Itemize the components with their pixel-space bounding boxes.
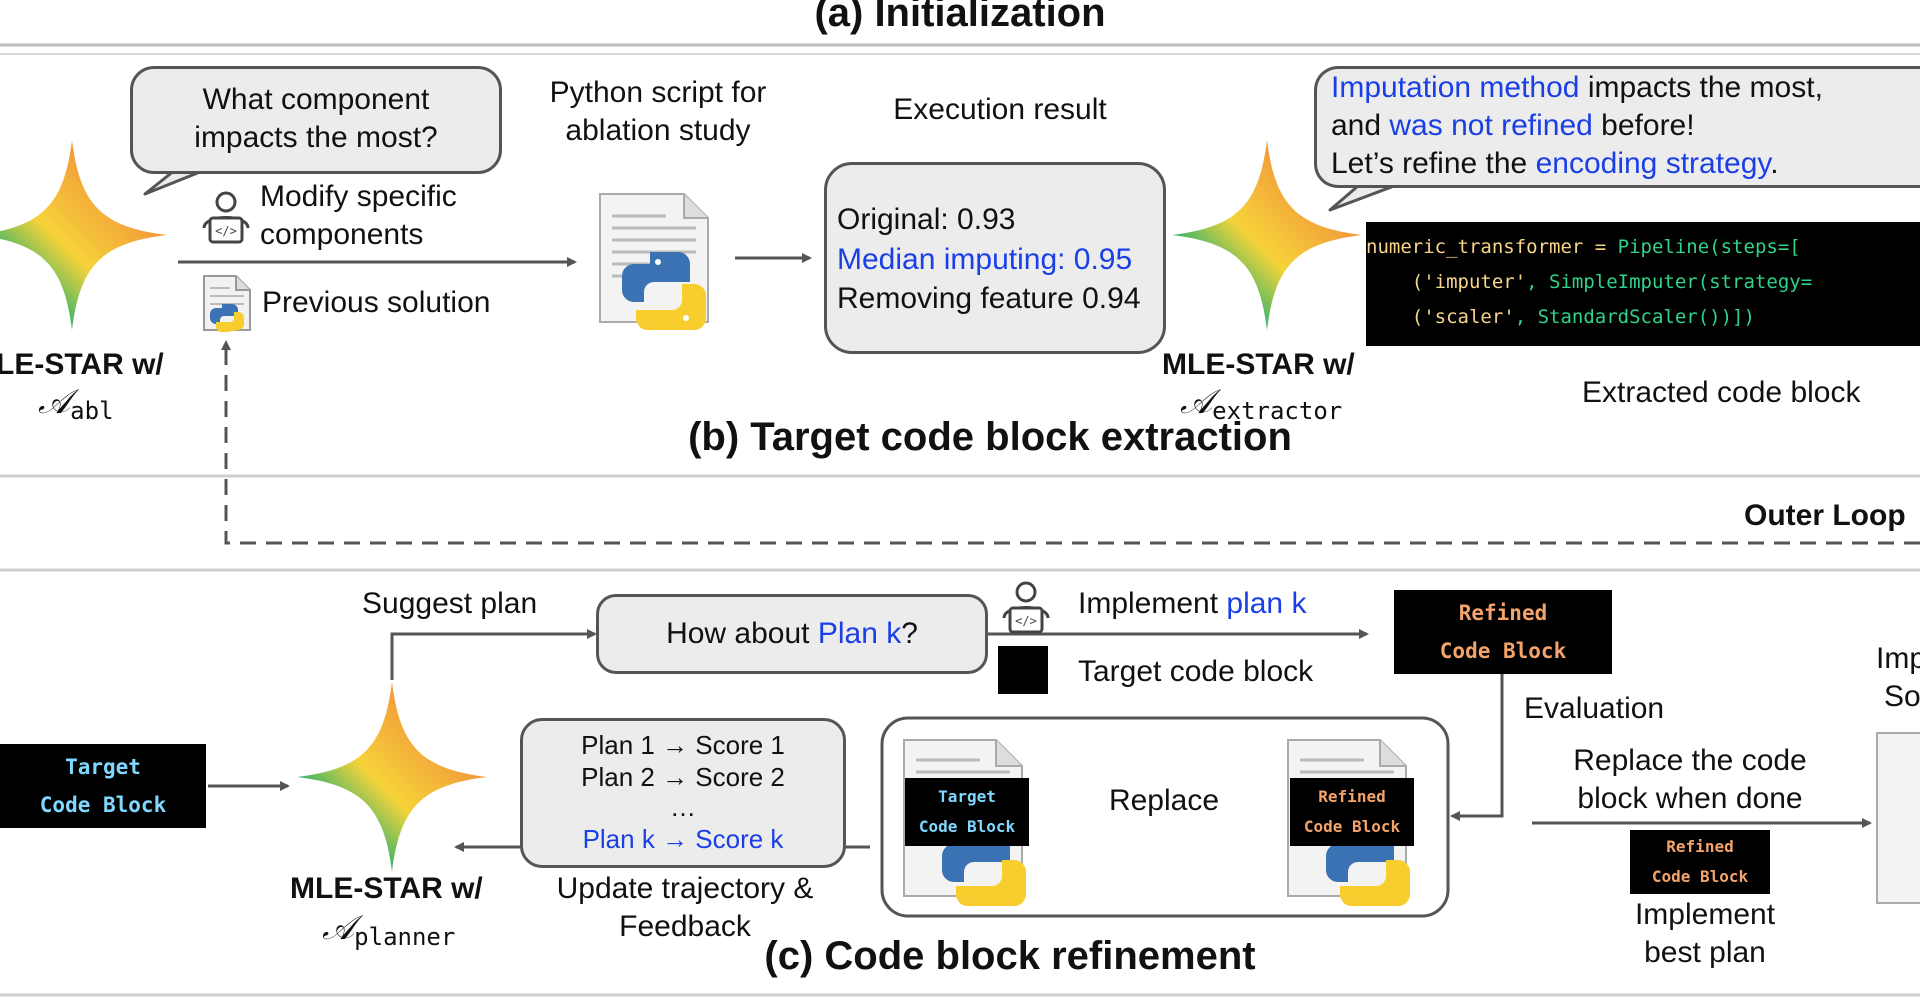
- section-a-title: (a) Initialization: [814, 0, 1106, 35]
- outer-loop-label: Outer Loop: [1744, 499, 1906, 532]
- question-line-2: impacts the most?: [194, 121, 438, 154]
- plan-score-row-1: Plan 1 → Score 1: [581, 730, 785, 760]
- python-script-label-1: Python script for: [549, 76, 767, 109]
- planner-agent-symbol: 𝒜planner: [322, 908, 456, 951]
- python-script-label-2: ablation study: [565, 114, 751, 147]
- how-about-plan-box: How about Plan k?: [596, 594, 988, 674]
- extracted-code-block: numeric_transformer = Pipeline(steps=[ (…: [1366, 222, 1920, 346]
- plan-score-box: Plan 1 → Score 1 Plan 2 → Score 2 … Plan…: [520, 718, 846, 868]
- coder-person-icon: </>: [202, 191, 250, 244]
- update-trajectory-line-2: Feedback: [619, 910, 751, 943]
- svg-text:</>: </>: [1015, 614, 1037, 628]
- modify-line-1: Modify specific: [260, 180, 457, 213]
- execution-result-label: Execution result: [893, 93, 1107, 126]
- ablation-agent-label: LE-STAR w/: [0, 348, 164, 381]
- implement-best-plan-line-2: best plan: [1644, 936, 1766, 969]
- replace-when-done-line-1: Replace the code: [1573, 744, 1807, 777]
- improved-solution-partial-2: So: [1884, 680, 1920, 713]
- execution-result-box: Original: 0.93 Median imputing: 0.95 Rem…: [824, 162, 1166, 354]
- plan-score-row-k: Plan k → Score k: [582, 824, 784, 854]
- previous-solution-label: Previous solution: [262, 286, 491, 319]
- question-line-1: What component: [202, 83, 430, 116]
- speech-imputation-method: Imputation method: [1331, 71, 1580, 104]
- svg-text:</>: </>: [215, 224, 237, 238]
- speech-line3-post: .: [1770, 147, 1779, 180]
- target-code-block-swatch: [998, 646, 1048, 694]
- planner-agent-star-icon: [297, 682, 487, 872]
- speech-line1-rest: impacts the most,: [1579, 71, 1823, 104]
- planner-agent-label: MLE-STAR w/: [290, 872, 483, 905]
- execution-row-removing: Removing feature 0.94: [837, 282, 1141, 315]
- implement-plan-k: plan k: [1226, 587, 1307, 620]
- speech-line2-post: before!: [1592, 109, 1695, 142]
- improved-solution-file-partial: [1876, 732, 1920, 904]
- modify-line-2: components: [260, 218, 424, 251]
- replace-when-done-line-2: block when done: [1577, 782, 1803, 815]
- implement-best-plan-line-1: Implement: [1634, 898, 1776, 931]
- implement-plan-pre: Implement: [1078, 587, 1227, 620]
- section-c-title: (c) Code block refinement: [764, 934, 1256, 978]
- ablation-question-bubble: What component impacts the most?: [130, 66, 502, 174]
- suggest-plan-label: Suggest plan: [362, 587, 538, 620]
- outer-loop-arrow: [221, 340, 1920, 545]
- improved-solution-partial-1: Imp: [1876, 642, 1920, 675]
- target-code-block-label: Target code block: [1078, 655, 1314, 688]
- execution-row-median: Median imputing: 0.95: [837, 243, 1133, 276]
- previous-solution-file-icon: [203, 275, 251, 332]
- python-script-file-icon: [599, 193, 709, 330]
- plan-k-highlight: Plan k: [817, 617, 902, 650]
- extractor-agent-symbol: 𝒜extractor: [1180, 382, 1343, 425]
- plan-score-row-2: Plan 2 → Score 2: [581, 762, 785, 792]
- plan-score-ellipsis: …: [670, 792, 696, 822]
- replace-label: Replace: [1108, 784, 1220, 817]
- speech-line3-pre: Let’s refine the: [1331, 147, 1536, 180]
- update-trajectory-line-1: Update trajectory &: [556, 872, 814, 905]
- extractor-agent-label: MLE-STAR w/: [1162, 348, 1355, 381]
- speech-line2-pre: and: [1331, 109, 1390, 142]
- speech-not-refined: was not refined: [1389, 109, 1593, 142]
- extracted-code-caption: Extracted code block: [1582, 376, 1861, 409]
- execution-row-original: Original: 0.93: [837, 203, 1016, 236]
- evaluation-label: Evaluation: [1524, 692, 1665, 725]
- speech-encoding-strategy: encoding strategy: [1535, 147, 1771, 180]
- ablation-agent-symbol: 𝒜abl: [38, 382, 114, 425]
- section-b-title: (b) Target code block extraction: [688, 415, 1292, 459]
- coder-person-icon-2: </>: [1002, 581, 1050, 634]
- extractor-speech-bubble: Imputation method impacts the most, and …: [1314, 66, 1920, 188]
